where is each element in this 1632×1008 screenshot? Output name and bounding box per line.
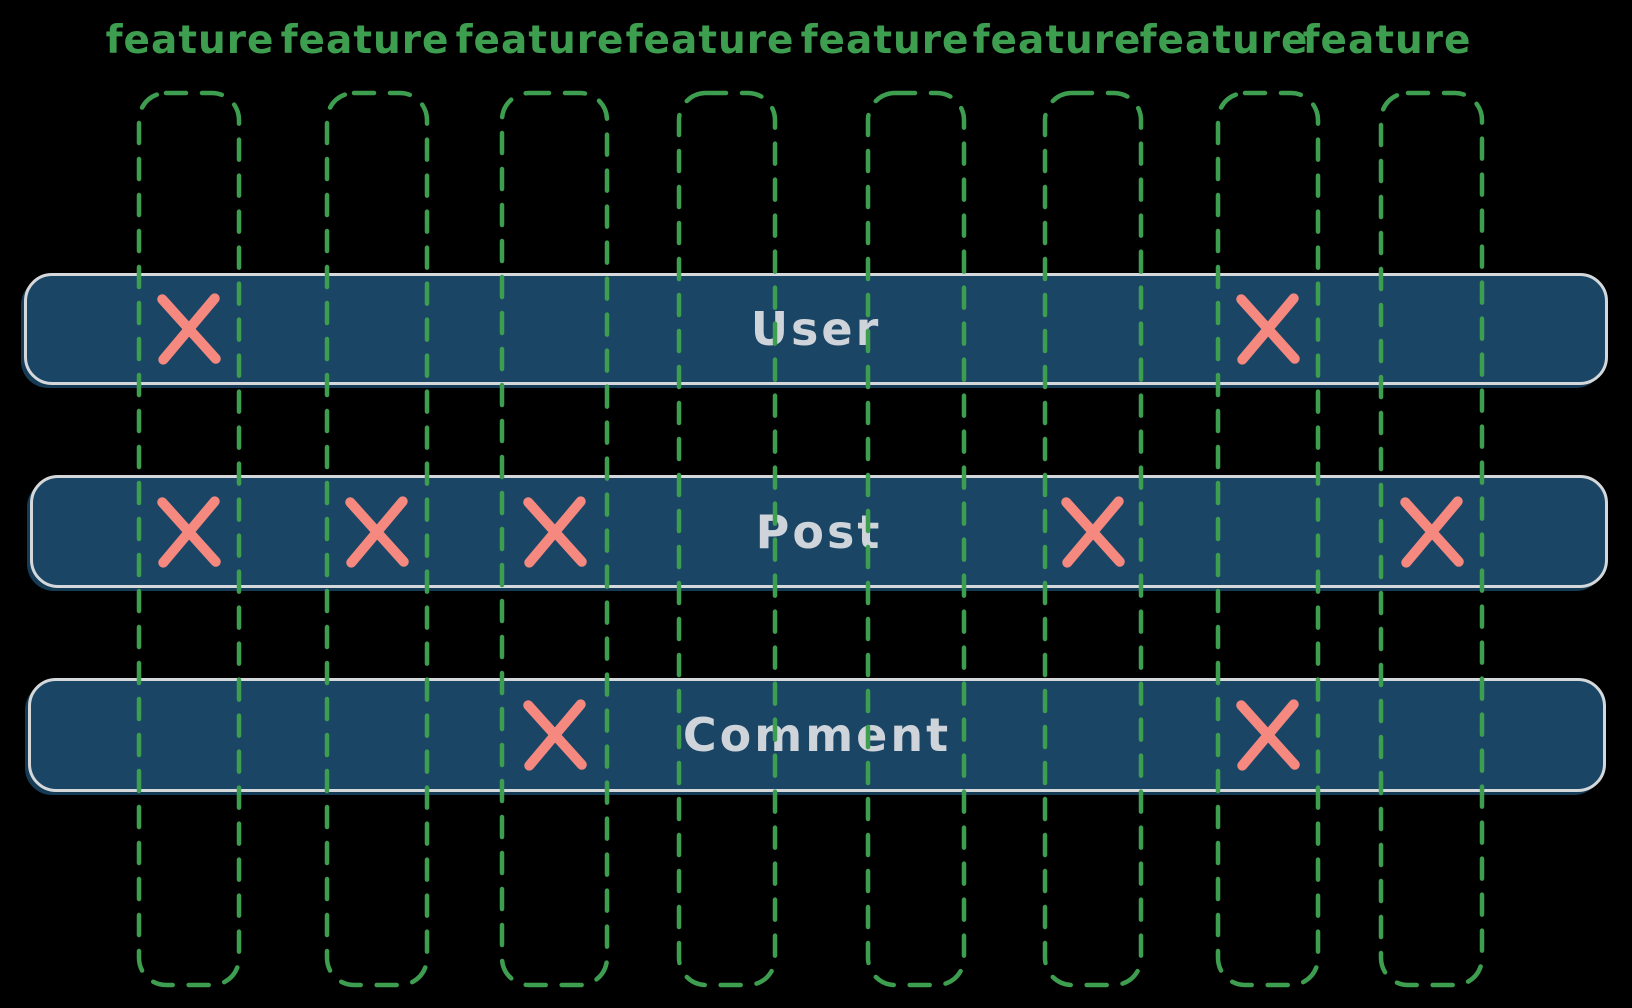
entity-name: Comment — [682, 708, 952, 762]
x-mark — [158, 293, 220, 365]
x-mark — [1237, 293, 1299, 365]
x-mark — [524, 496, 586, 568]
entity-row-comment: Comment — [28, 678, 1606, 792]
entity-row-user: User — [24, 273, 1608, 385]
x-mark — [1237, 699, 1299, 771]
feature-column-label: feature — [280, 18, 450, 63]
feature-column-label: feature — [1302, 18, 1472, 63]
entity-name: User — [750, 302, 882, 356]
entity-name: Post — [755, 504, 883, 559]
feature-column-label: feature — [105, 18, 275, 63]
x-mark — [346, 496, 408, 568]
feature-column-label: feature — [455, 18, 625, 63]
feature-column-label: feature — [972, 18, 1142, 63]
x-mark — [1401, 496, 1463, 568]
entity-row-post: Post — [30, 475, 1608, 588]
x-mark — [524, 699, 586, 771]
x-mark — [158, 496, 220, 568]
feature-column-label: feature — [1139, 18, 1309, 63]
feature-column-label: feature — [800, 18, 970, 63]
x-mark — [1062, 496, 1124, 568]
feature-column-label: feature — [625, 18, 795, 63]
